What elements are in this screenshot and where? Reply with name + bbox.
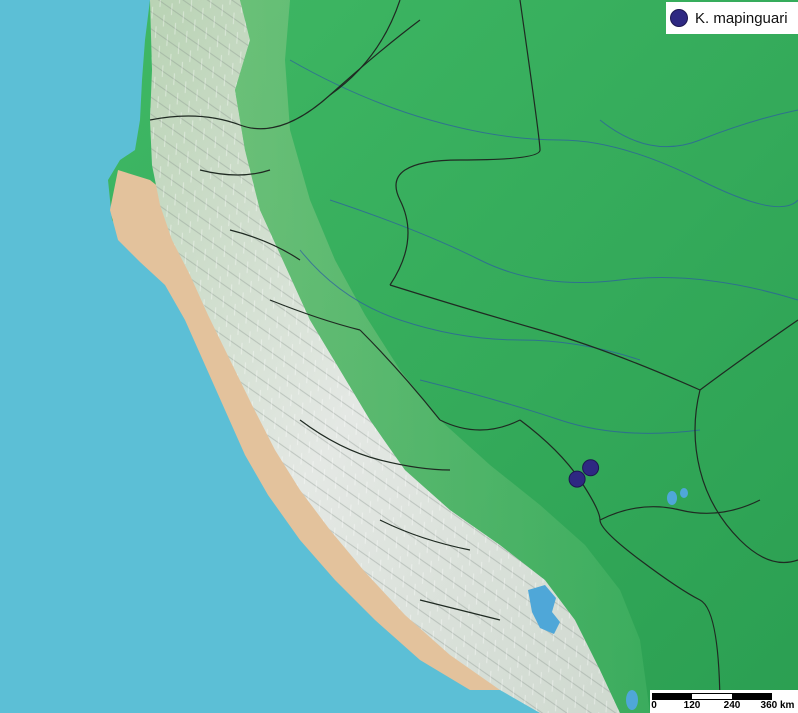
scale-tick-2: 240 [723, 700, 741, 711]
rivers [289, 59, 798, 434]
occurrence-point-2 [568, 470, 586, 488]
occurrence-point-1 [582, 459, 600, 477]
lake-small-1 [667, 491, 677, 505]
scale-bar: 0 120 240 360 km [650, 690, 798, 713]
eastern-foothills [235, 0, 650, 713]
map-legend: K. mapinguari [666, 2, 798, 34]
scale-tick-0: 0 [651, 700, 657, 711]
scale-tick-3: 360 km [760, 700, 795, 711]
political-borders [149, 0, 798, 713]
coastal-desert [110, 170, 520, 690]
andes-relief [150, 0, 620, 713]
legend-label: K. mapinguari [695, 9, 788, 27]
scale-tick-1: 120 [683, 700, 701, 711]
lake-poopo [626, 690, 638, 710]
lake-small-2 [680, 488, 688, 498]
scale-bar-segments [652, 693, 772, 700]
legend-marker [670, 9, 688, 27]
lake-titicaca [528, 585, 560, 634]
occurrence-points [568, 459, 600, 488]
scale-segment [692, 694, 732, 699]
scale-segment [731, 694, 771, 699]
scale-segment [653, 694, 693, 699]
